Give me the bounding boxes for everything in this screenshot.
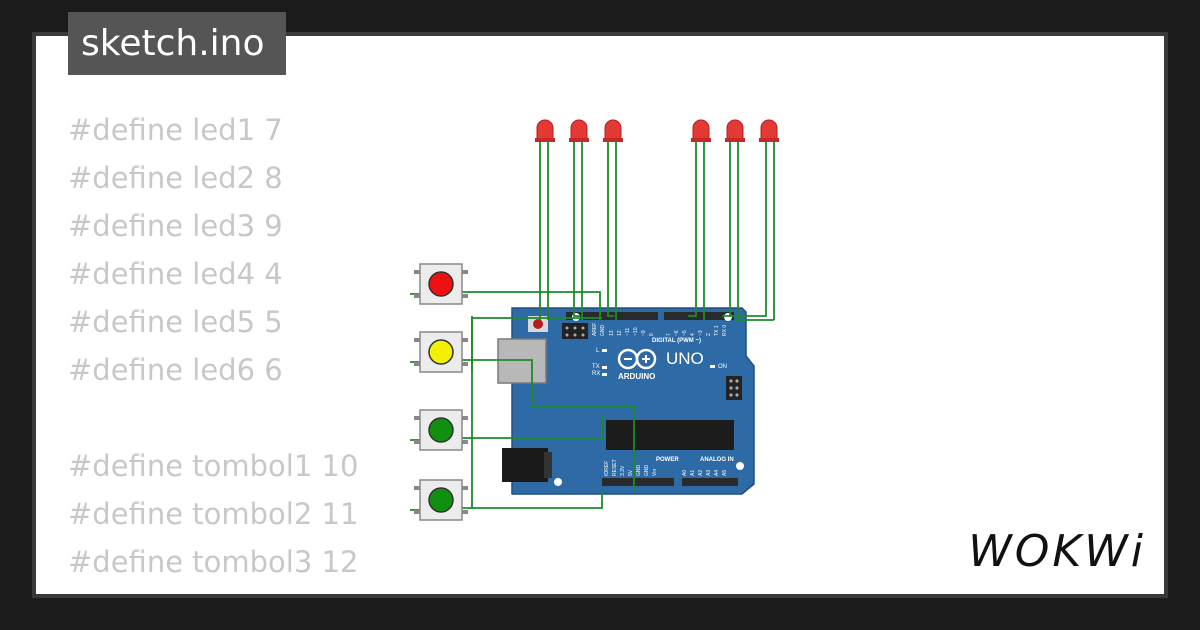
- pin-label: RESET: [612, 459, 618, 476]
- pin-label: GND: [636, 465, 642, 477]
- code-preview: #define led1 7 #define led2 8 #define le…: [68, 106, 358, 594]
- pushbutton-green-2-icon[interactable]: [414, 479, 468, 521]
- pin-label: A4: [714, 470, 720, 476]
- led-3-icon[interactable]: [603, 119, 623, 142]
- usb-port-icon: [497, 338, 547, 384]
- circuit-diagram: UNO ARDUINO DIGITAL (PWM ~) ON TX RX L P…: [410, 119, 779, 521]
- pin-label: ~11: [625, 328, 631, 336]
- led-2-icon[interactable]: [569, 119, 589, 142]
- pin-label: A2: [698, 470, 704, 476]
- led-wires: [539, 142, 775, 321]
- code-line: #define led5 5: [68, 305, 283, 339]
- wokwi-logo: WOKWi: [968, 526, 1146, 577]
- pushbutton-red-icon[interactable]: [414, 263, 468, 305]
- pin-label: 12: [617, 330, 623, 336]
- reset-button-icon[interactable]: [533, 319, 543, 329]
- board-model-label: UNO: [666, 349, 704, 368]
- pushbutton-yellow-icon[interactable]: [414, 331, 468, 373]
- pin-label: 7: [666, 333, 672, 336]
- pin-label: Vin: [652, 469, 658, 476]
- pin-label: A0: [682, 470, 688, 476]
- pin-label: A1: [690, 470, 696, 476]
- on-led-label: ON: [718, 364, 727, 370]
- l-label: L: [596, 348, 600, 354]
- pin-label: ~9: [641, 330, 647, 336]
- pin-label: 5V: [628, 469, 634, 476]
- digital-header-right: [664, 312, 734, 320]
- code-line: #define led3 9: [68, 209, 283, 243]
- leds: [535, 119, 779, 142]
- pin-label: A3: [706, 470, 712, 476]
- code-line: #define tombol2 11: [68, 497, 359, 531]
- pin-label: GND: [644, 465, 650, 477]
- analog-header: [682, 478, 738, 486]
- pin-label: 13: [609, 330, 615, 336]
- gnd-label: GND: [600, 325, 606, 337]
- led-5-icon[interactable]: [725, 119, 745, 142]
- pin-label: ~6: [674, 330, 680, 336]
- power-label: POWER: [656, 457, 679, 463]
- arduino-logo-icon: [617, 348, 657, 370]
- led-4-icon[interactable]: [691, 119, 711, 142]
- led-6-icon[interactable]: [759, 119, 779, 142]
- pin-label: IOREF: [604, 461, 610, 476]
- pushbutton-green-1-icon[interactable]: [414, 409, 468, 451]
- pin-label: 2: [706, 333, 712, 336]
- rx-label: RX: [592, 371, 600, 377]
- digital-pwm-label: DIGITAL (PWM ~): [652, 338, 701, 344]
- code-line: #define led4 4: [68, 257, 283, 291]
- code-line: #define tombol1 10: [68, 449, 359, 483]
- button-wires: [410, 291, 635, 511]
- pushbuttons: [414, 263, 468, 521]
- pin-label: 8: [649, 333, 655, 336]
- pin-label: RX 0: [722, 325, 728, 336]
- power-header: [602, 478, 674, 486]
- code-line: #define tombol4 13: [68, 586, 358, 594]
- board-brand-label: ARDUINO: [618, 372, 655, 381]
- led-1-icon[interactable]: [535, 119, 555, 142]
- pin-label: 4: [690, 333, 696, 336]
- code-line: #define led6 6: [68, 353, 283, 387]
- aref-label: AREF: [592, 323, 598, 336]
- power-jack-icon: [502, 448, 548, 482]
- pin-label: ~10: [633, 327, 639, 336]
- project-card: #define led1 7 #define led2 8 #define le…: [36, 36, 1164, 594]
- code-line: #define tombol3 12: [68, 545, 359, 579]
- analog-in-label: ANALOG IN: [700, 457, 734, 463]
- code-line: #define led2 8: [68, 161, 283, 195]
- pin-label: ~3: [698, 330, 704, 336]
- pin-label: 3.3V: [620, 465, 626, 476]
- code-line: #define led1 7: [68, 113, 283, 147]
- file-name-tab[interactable]: sketch.ino: [68, 12, 286, 75]
- pin-label: ~5: [682, 330, 688, 336]
- pin-label: A5: [722, 470, 728, 476]
- arduino-uno-board[interactable]: UNO ARDUINO DIGITAL (PWM ~) ON TX RX L P…: [497, 307, 755, 495]
- tx-label: TX: [592, 364, 600, 370]
- pin-label: TX 1: [714, 325, 720, 336]
- microcontroller-chip-icon: [606, 420, 734, 450]
